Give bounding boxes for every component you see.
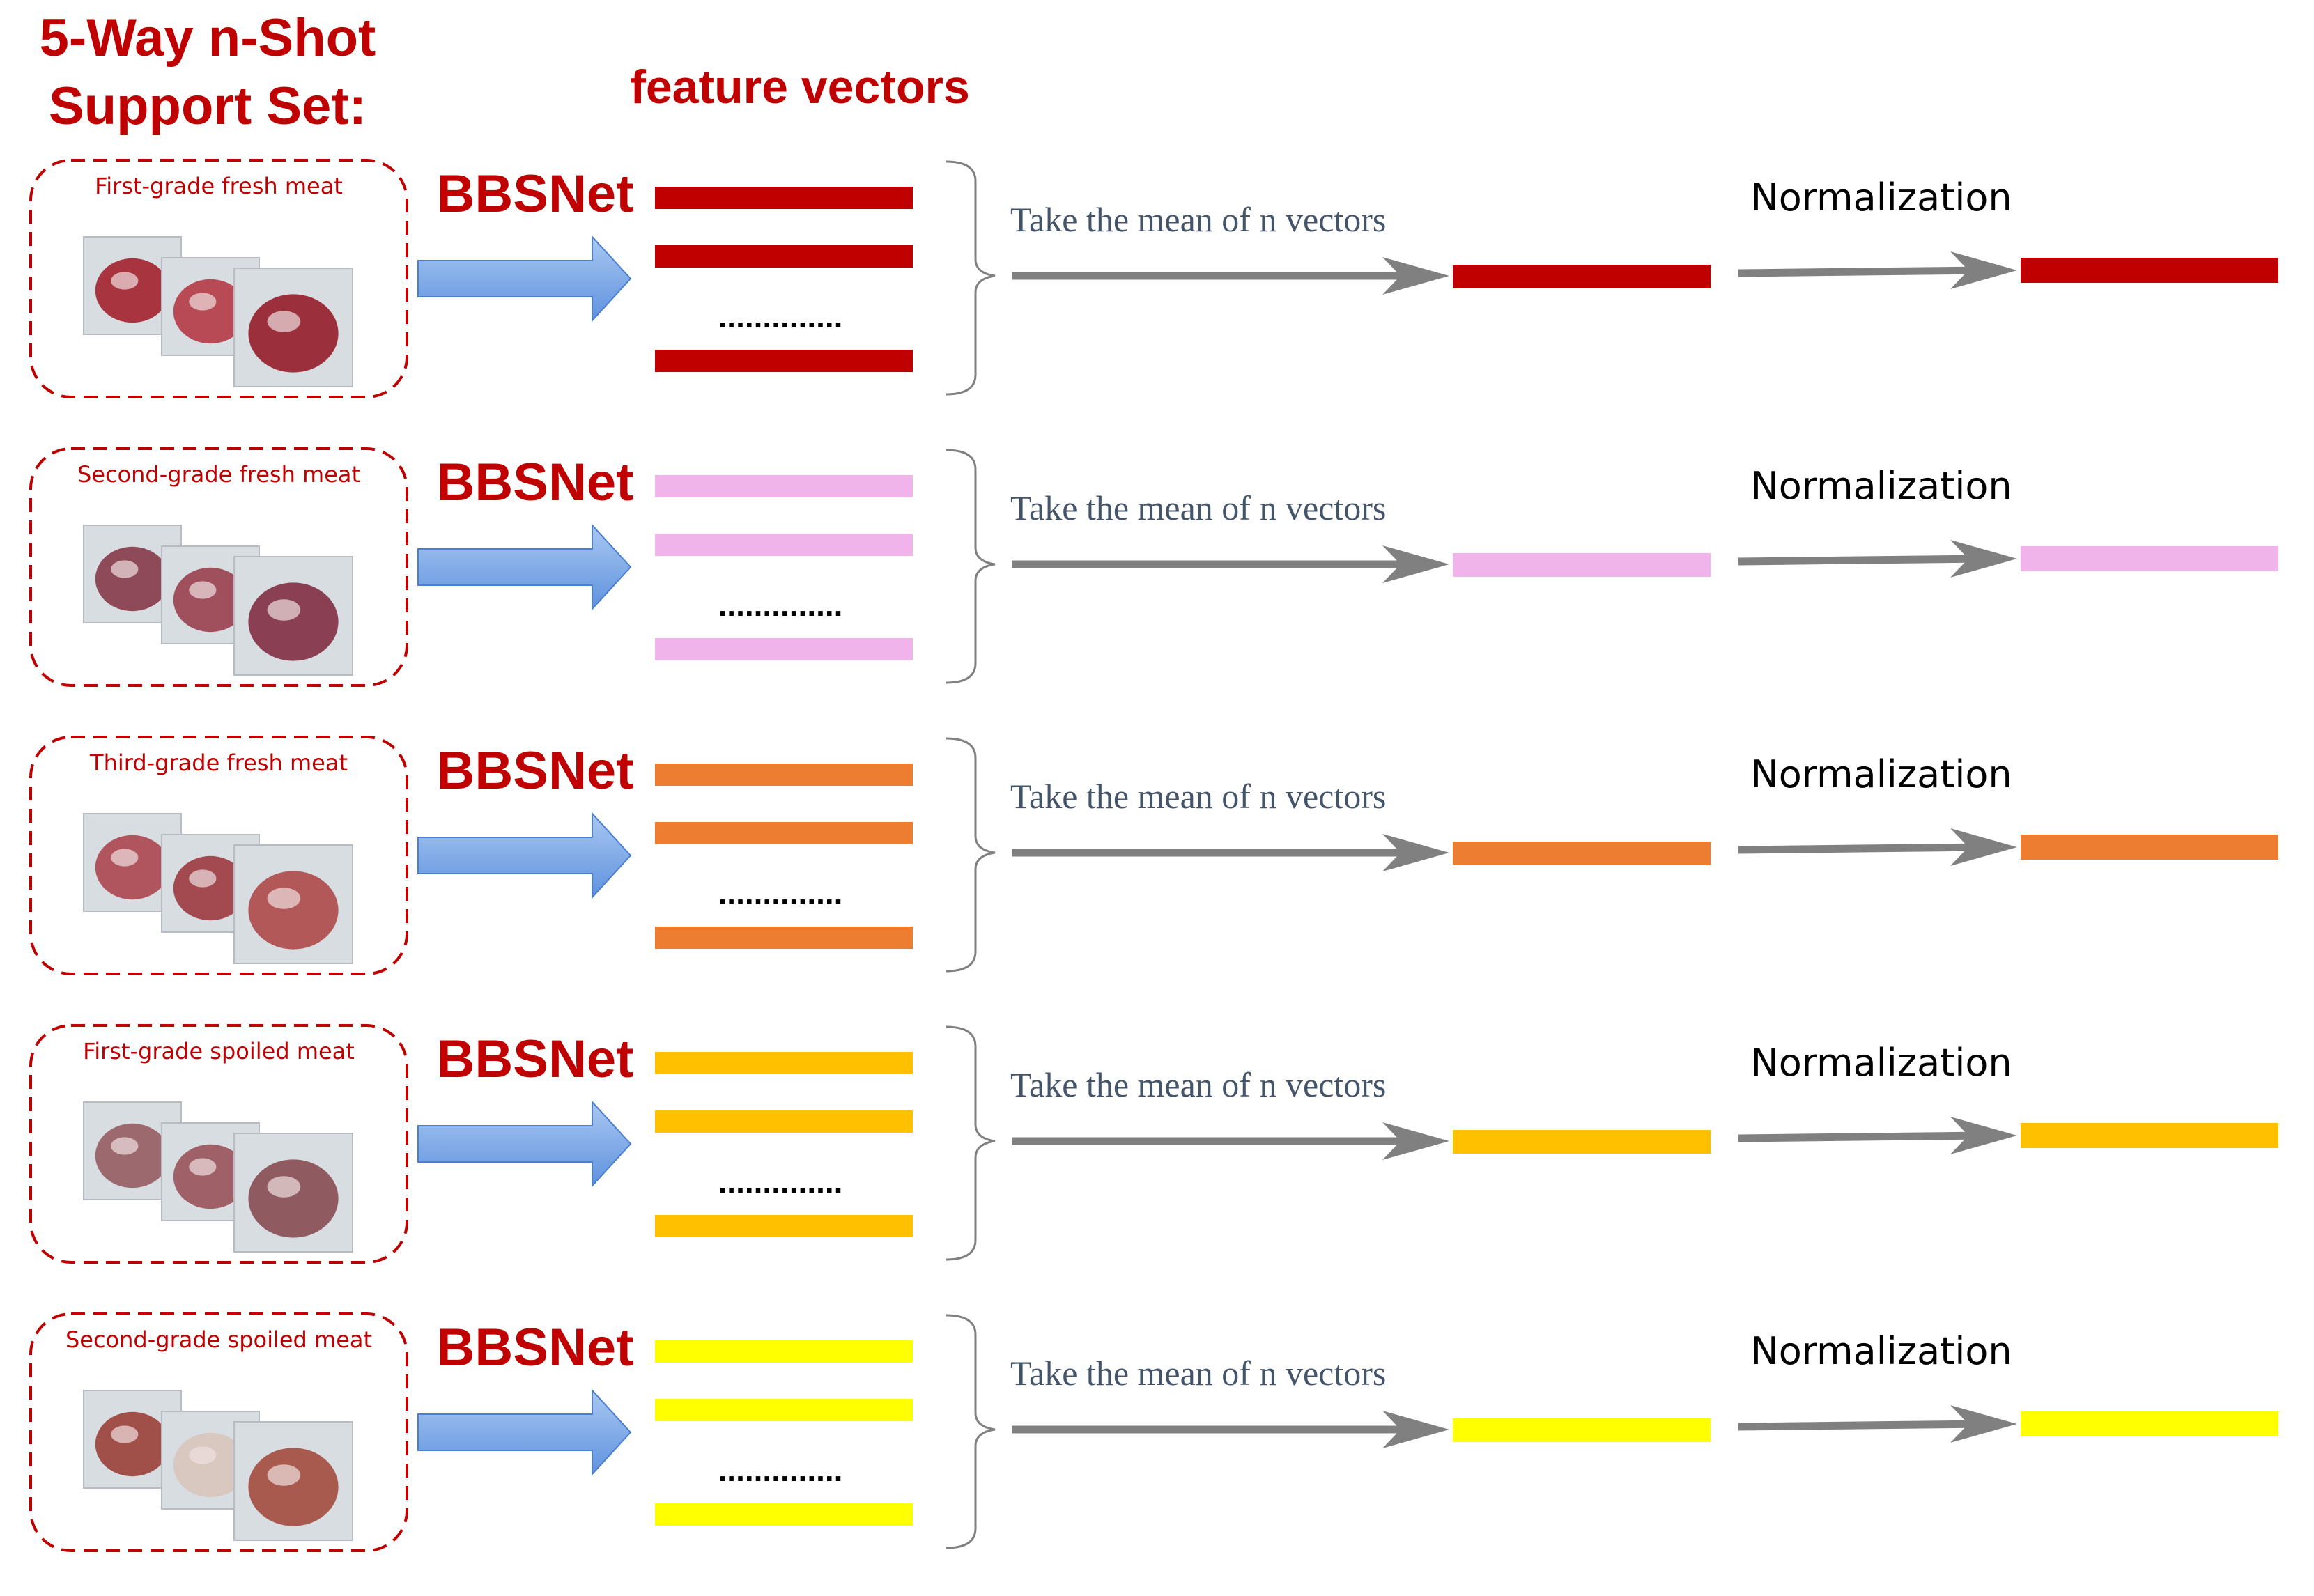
normalization-arrow — [1738, 1117, 2017, 1154]
normalized-prototype-vector — [2021, 835, 2278, 860]
network-label: BBSNet — [437, 1030, 634, 1089]
normalized-prototype-vector — [2021, 258, 2278, 283]
diagram-title-line2: Support Set: — [49, 77, 367, 136]
feature-ellipsis: .............. — [718, 875, 843, 911]
feature-vector — [655, 187, 913, 209]
network-label: BBSNet — [437, 1318, 634, 1377]
meat-photo — [233, 556, 353, 676]
network-label: BBSNet — [437, 164, 634, 224]
feature-ellipsis: .............. — [718, 587, 843, 623]
curly-brace — [946, 1314, 996, 1549]
network-label: BBSNet — [437, 453, 634, 512]
class-row: Second-grade fresh meat BBSNet...........… — [29, 447, 2278, 687]
meat-photo — [233, 844, 353, 964]
curly-brace — [946, 449, 996, 684]
feature-vector — [655, 927, 913, 949]
feature-vector — [655, 638, 913, 660]
class-name-label: Second-grade spoiled meat — [65, 1326, 372, 1353]
feature-vector — [655, 1503, 913, 1526]
class-name-label: First-grade fresh meat — [95, 173, 343, 199]
normalization-label: Normalization — [1750, 464, 2012, 508]
normalized-prototype-vector — [2021, 1411, 2278, 1436]
curly-brace — [946, 160, 996, 396]
normalized-prototype-vector — [2021, 546, 2278, 571]
prototype-vector — [1453, 1418, 1711, 1442]
normalization-arrow — [1738, 251, 2017, 289]
class-row: Third-grade fresh meat BBSNet............… — [29, 736, 2278, 975]
mean-label: Take the mean of n vectors — [1010, 1065, 1386, 1104]
meat-photo — [233, 268, 353, 387]
network-arrow — [417, 523, 632, 611]
normalization-label: Normalization — [1750, 1041, 2012, 1085]
mean-arrow — [1012, 1122, 1449, 1160]
feature-vector — [655, 1110, 913, 1133]
support-sample-box — [29, 1024, 408, 1264]
meat-photo — [233, 1421, 353, 1541]
feature-vector — [655, 1215, 913, 1237]
normalization-arrow — [1738, 828, 2017, 866]
support-sample-box — [29, 159, 408, 398]
normalized-prototype-vector — [2021, 1123, 2278, 1148]
prototype-vector — [1453, 553, 1711, 577]
mean-arrow — [1012, 834, 1449, 871]
normalization-label: Normalization — [1750, 176, 2012, 219]
prototype-vector — [1453, 265, 1711, 288]
feature-vector — [655, 1399, 913, 1421]
curly-brace — [946, 737, 996, 973]
normalization-label: Normalization — [1750, 1329, 2012, 1373]
support-sample-box — [29, 736, 408, 975]
feature-vector — [655, 350, 913, 372]
curly-brace — [946, 1025, 996, 1261]
feature-vector — [655, 822, 913, 844]
class-name-label: Second-grade fresh meat — [77, 461, 360, 488]
network-label: BBSNet — [437, 741, 634, 800]
class-row: First-grade fresh meat BBSNet............… — [29, 159, 2278, 398]
feature-vector — [655, 1052, 913, 1074]
class-name-label: First-grade spoiled meat — [83, 1038, 355, 1064]
feature-ellipsis: .............. — [718, 1163, 843, 1200]
support-sample-box — [29, 447, 408, 687]
class-row: First-grade spoiled meat BBSNet..........… — [29, 1024, 2278, 1264]
feature-vector — [655, 475, 913, 497]
diagram-title-line1: 5-Way n-Shot — [40, 8, 376, 68]
class-row: Second-grade spoiled meat BBSNet.........… — [29, 1312, 2278, 1552]
mean-arrow — [1012, 1411, 1449, 1448]
mean-label: Take the mean of n vectors — [1010, 777, 1386, 816]
mean-arrow — [1012, 257, 1449, 295]
feature-ellipsis: .............. — [718, 298, 843, 334]
support-sample-box — [29, 1312, 408, 1552]
feature-vector — [655, 245, 913, 268]
feature-vectors-header: feature vectors — [630, 61, 970, 114]
network-arrow — [417, 1100, 632, 1188]
meat-photo — [233, 1133, 353, 1253]
network-arrow — [417, 1388, 632, 1476]
prototype-vector — [1453, 1130, 1711, 1154]
class-name-label: Third-grade fresh meat — [89, 750, 348, 776]
feature-vector — [655, 1340, 913, 1363]
network-arrow — [417, 235, 632, 323]
prototype-vector — [1453, 842, 1711, 865]
feature-ellipsis: .............. — [718, 1452, 843, 1488]
mean-label: Take the mean of n vectors — [1010, 1354, 1386, 1393]
mean-label: Take the mean of n vectors — [1010, 200, 1386, 239]
normalization-label: Normalization — [1750, 752, 2012, 796]
network-arrow — [417, 812, 632, 899]
mean-arrow — [1012, 545, 1449, 583]
normalization-arrow — [1738, 1405, 2017, 1443]
normalization-arrow — [1738, 540, 2017, 578]
feature-vector — [655, 764, 913, 786]
mean-label: Take the mean of n vectors — [1010, 488, 1386, 527]
feature-vector — [655, 534, 913, 556]
